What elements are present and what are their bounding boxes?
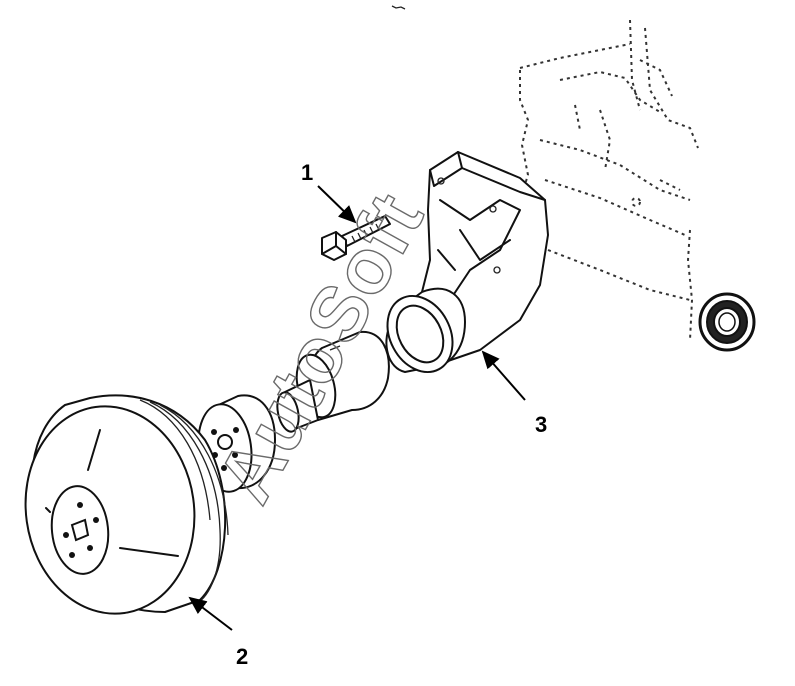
pulley bbox=[24, 394, 229, 615]
top-mark bbox=[391, 5, 406, 10]
callout-label-2: 2 bbox=[236, 644, 248, 669]
callout-label-3: 3 bbox=[535, 412, 547, 437]
callout-arrow-1 bbox=[317, 185, 357, 224]
seal-ring bbox=[698, 292, 756, 352]
bolt bbox=[321, 215, 391, 261]
callout-arrows bbox=[188, 185, 526, 631]
callout-label-1: 1 bbox=[301, 160, 313, 185]
callout-arrow-2 bbox=[188, 596, 233, 631]
callout-arrow-3 bbox=[481, 350, 526, 401]
shaft bbox=[276, 330, 390, 433]
engine-block-outline bbox=[519, 19, 699, 341]
